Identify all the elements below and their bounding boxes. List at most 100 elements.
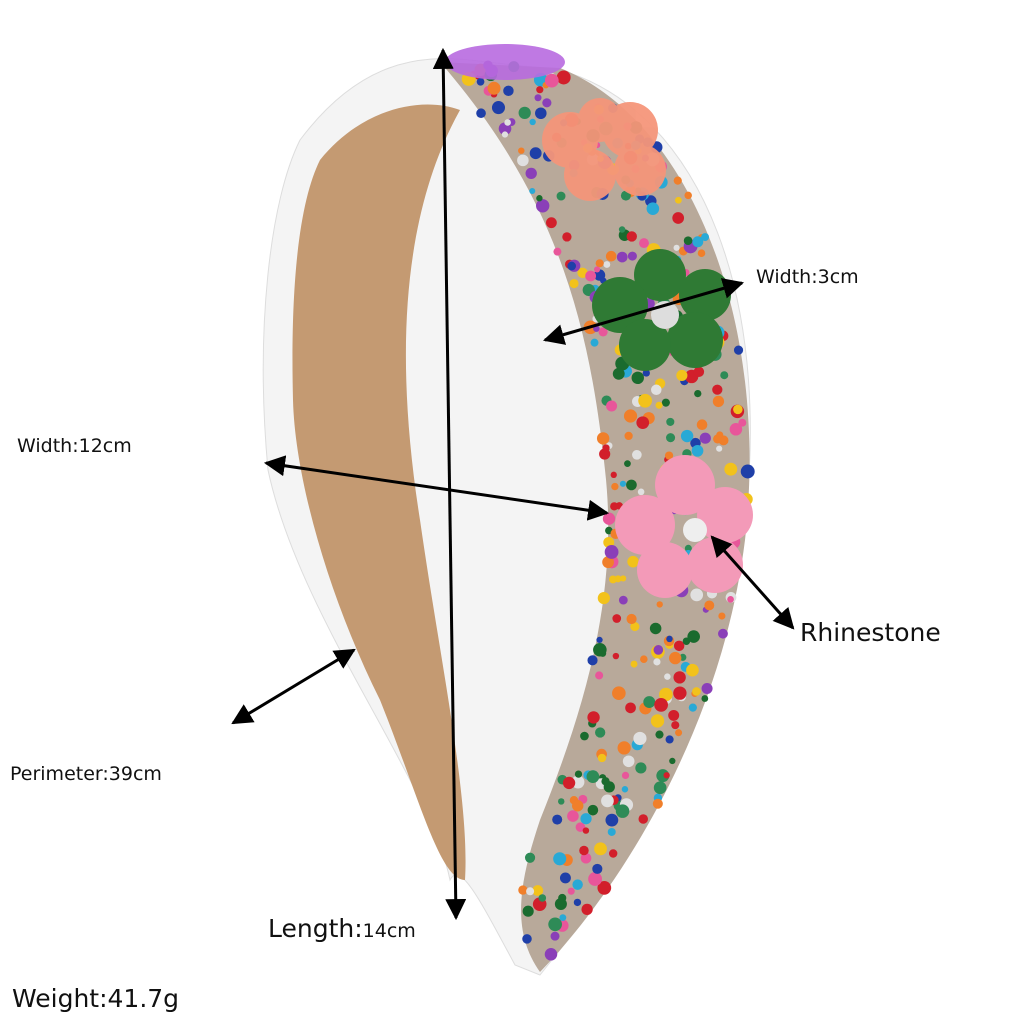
rhinestone-gem xyxy=(616,251,628,263)
rhinestone-gem xyxy=(535,107,547,120)
rhinestone-gem xyxy=(642,369,650,377)
rhinestone-gem xyxy=(580,813,592,825)
rhinestone-gem xyxy=(587,655,598,666)
rhinestone-gem xyxy=(556,70,571,85)
rhinestone-gem xyxy=(620,575,627,582)
rhinestone-gem xyxy=(692,236,704,248)
rhinestone-gem xyxy=(653,781,667,795)
rhinestone-gem xyxy=(544,948,558,961)
rhinestone-gem xyxy=(476,108,486,119)
rhinestone-gem xyxy=(559,872,571,884)
rhinestone-gem xyxy=(590,338,599,347)
rhinestone-gem xyxy=(724,462,738,476)
rhinestone-gem xyxy=(696,419,708,431)
rhinestone-gem xyxy=(538,894,547,902)
rhinestone-gem xyxy=(692,687,701,696)
rhinestone-gem xyxy=(663,772,670,779)
band-width-label: Width:3cm xyxy=(756,266,859,288)
rhinestone-gem xyxy=(612,614,622,623)
rhinestone-gem xyxy=(609,575,617,584)
rhinestone-gem xyxy=(661,398,670,407)
rhinestone-gem xyxy=(619,480,627,487)
rhinestone-gem xyxy=(518,885,528,895)
rhinestone-gem xyxy=(582,827,590,834)
rhinestone-gem xyxy=(664,673,671,680)
length-value: 14cm xyxy=(362,920,416,942)
rhinestone-gem xyxy=(727,596,734,603)
rhinestone-gem xyxy=(627,555,639,568)
rhinestone-gem xyxy=(638,393,652,408)
length-label: Length:14cm xyxy=(268,914,416,943)
rhinestone-gem xyxy=(675,729,683,737)
length-word: Length: xyxy=(268,914,363,943)
rhinestone-gem xyxy=(650,714,665,728)
rhinestone-gem xyxy=(688,703,697,712)
rhinestone-gem xyxy=(636,416,650,430)
rhinestone-gem xyxy=(607,827,616,836)
rhinestone-gem xyxy=(558,893,567,903)
rhinestone-gem xyxy=(624,431,633,441)
rhinestone-gem xyxy=(673,640,685,652)
rhinestone-gem xyxy=(694,389,702,398)
rhinestone-gem xyxy=(557,798,565,805)
rhinestone-gem xyxy=(553,852,567,866)
rhinestone-gem xyxy=(524,852,536,863)
rhinestone-gem xyxy=(529,147,542,160)
rhinestone-gem xyxy=(587,804,599,816)
headband-width-arrow xyxy=(263,455,610,521)
rhinestone-gem xyxy=(567,887,575,895)
rhinestone-gem xyxy=(665,735,674,744)
rhinestone-gem xyxy=(588,872,603,886)
rhinestone-gem xyxy=(571,800,584,812)
rhinestone-gem xyxy=(612,686,626,701)
rhinestone-gem xyxy=(733,404,743,415)
rhinestone-gem xyxy=(596,636,603,644)
rhinestone-label: Rhinestone xyxy=(800,618,941,647)
rhinestone-gem xyxy=(666,417,675,426)
rhinestone-gem xyxy=(684,191,692,200)
rhinestone-gem xyxy=(655,730,664,739)
rhinestone-gem xyxy=(624,460,631,467)
rhinestone-gem xyxy=(534,94,542,102)
band-width-arrow xyxy=(542,278,745,345)
rhinestone-gem xyxy=(640,655,648,663)
rhinestone-gem xyxy=(643,696,656,709)
rhinestone-gem xyxy=(518,106,531,120)
rhinestone-gem xyxy=(586,770,600,783)
rhinestone-gem xyxy=(608,849,618,858)
rhinestone-gem xyxy=(729,422,743,436)
rhinestone-gem xyxy=(544,73,559,88)
rhinestone-gem xyxy=(738,418,747,427)
rhinestone-gem xyxy=(701,695,709,702)
rhinestone-gem xyxy=(518,147,525,154)
headband-width-label: Width:12cm xyxy=(17,435,132,457)
rhinestone-gem xyxy=(542,98,552,108)
rhinestone-gem xyxy=(517,154,529,167)
rhinestone-gem xyxy=(597,591,610,605)
rhinestone-gem xyxy=(526,887,535,896)
rhinestone-gem xyxy=(587,711,600,724)
rhinestone-gem xyxy=(655,401,663,409)
perimeter-arrow xyxy=(231,648,356,725)
rhinestone-gem xyxy=(594,842,607,856)
rhinestone-gem xyxy=(690,588,704,602)
rhinestone-gem xyxy=(697,249,706,257)
rhinestone-gem xyxy=(572,879,583,890)
rhinestone-gem xyxy=(597,881,612,895)
rhinestone-gem xyxy=(627,251,637,261)
rhinestone-gem xyxy=(550,931,560,941)
rhinestone-gem xyxy=(671,721,680,730)
rhinestone-gem xyxy=(592,863,603,874)
rhinestone-gem xyxy=(621,771,630,780)
rhinestone-gem xyxy=(559,914,567,922)
rhinestone-gem xyxy=(718,628,728,639)
rhinestone-gem xyxy=(574,770,583,778)
rhinestone-gem xyxy=(718,612,726,620)
rhinestone-gem xyxy=(637,488,645,496)
rhinestone-gem xyxy=(556,191,566,201)
rhinestone-gem xyxy=(605,250,617,262)
rhinestone-gem xyxy=(720,371,729,380)
rhinestone-gem xyxy=(529,187,536,195)
rhinestone-arrow xyxy=(710,535,795,630)
rhinestone-gem xyxy=(562,232,572,242)
